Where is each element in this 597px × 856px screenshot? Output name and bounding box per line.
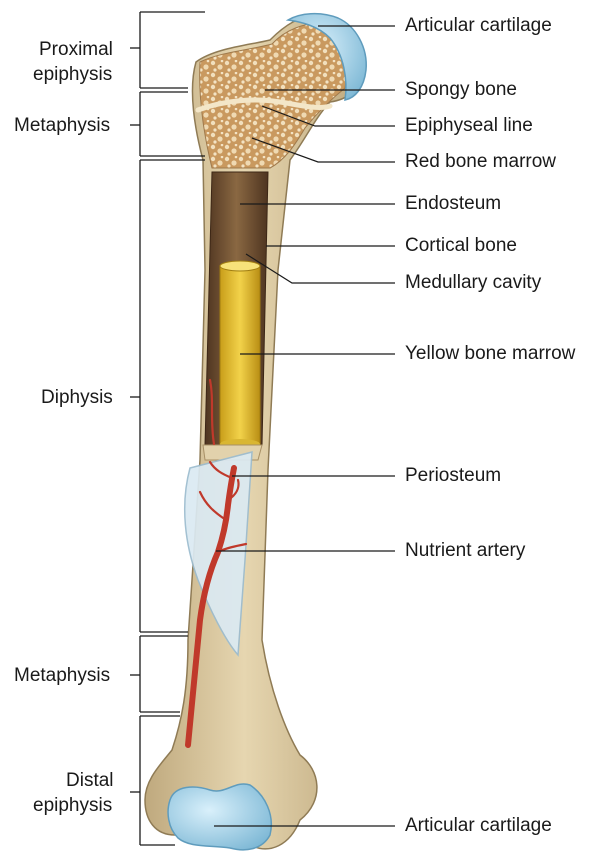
label-distal-epiphysis-2: epiphysis — [33, 794, 112, 818]
label-articular-cartilage-top: Articular cartilage — [405, 14, 552, 38]
label-proximal-epiphysis-2: epiphysis — [33, 63, 112, 87]
label-red-bone-marrow: Red bone marrow — [405, 150, 556, 174]
label-proximal-epiphysis-1: Proximal — [39, 38, 113, 62]
label-epiphyseal-line: Epiphyseal line — [405, 114, 533, 138]
label-endosteum: Endosteum — [405, 192, 501, 216]
label-articular-cartilage-bottom: Articular cartilage — [405, 814, 552, 838]
label-metaphysis-top: Metaphysis — [14, 114, 110, 138]
label-spongy-bone: Spongy bone — [405, 78, 517, 102]
label-periosteum: Periosteum — [405, 464, 501, 488]
label-distal-epiphysis-1: Distal — [66, 769, 114, 793]
label-diaphysis: Diphysis — [41, 386, 113, 410]
label-nutrient-artery: Nutrient artery — [405, 539, 525, 563]
spongy-bone-region — [200, 24, 347, 168]
label-medullary-cavity: Medullary cavity — [405, 271, 541, 295]
yellow-bone-marrow-shape — [220, 266, 260, 444]
articular-cartilage-bottom-shape — [168, 784, 271, 850]
label-cortical-bone: Cortical bone — [405, 234, 517, 258]
label-metaphysis-bottom: Metaphysis — [14, 664, 110, 688]
label-yellow-bone-marrow: Yellow bone marrow — [405, 342, 575, 366]
